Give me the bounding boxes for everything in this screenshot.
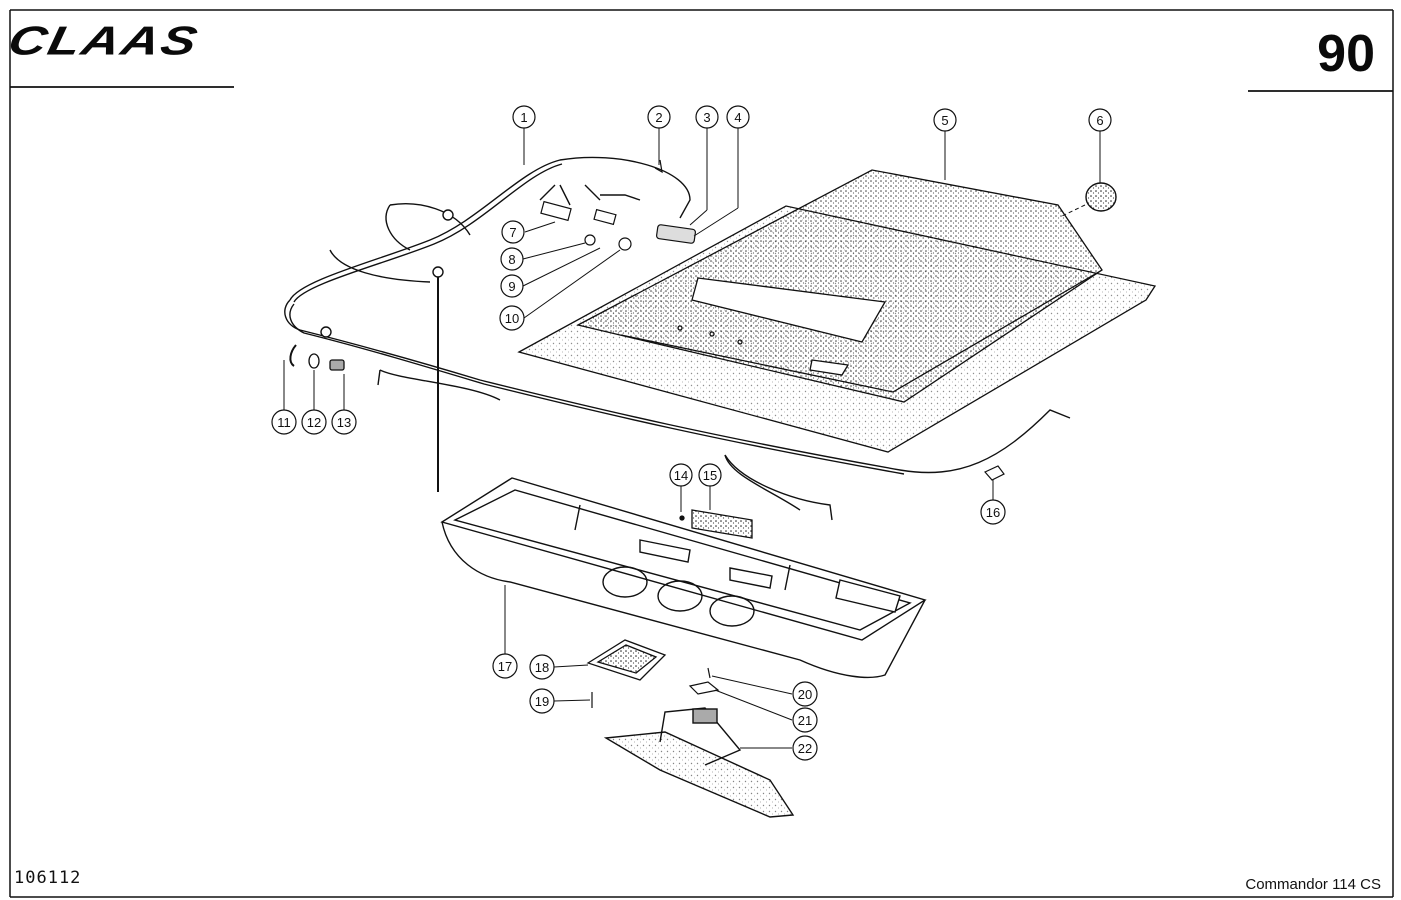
callout-16: 16 — [980, 499, 1006, 525]
callout-13: 13 — [331, 409, 357, 435]
sun-visor — [603, 707, 795, 818]
page-border — [9, 9, 1394, 898]
callout-22: 22 — [792, 735, 818, 761]
svg-text:3: 3 — [703, 110, 710, 125]
switch-parts — [540, 159, 697, 251]
callout-7: 7 — [501, 220, 525, 244]
speaker-grille — [586, 639, 667, 681]
svg-text:10: 10 — [505, 311, 519, 326]
screw-parts — [591, 667, 720, 708]
svg-text:21: 21 — [798, 713, 812, 728]
clamp-part — [984, 465, 1005, 481]
svg-text:14: 14 — [674, 468, 688, 483]
callout-1: 1 — [512, 105, 536, 129]
svg-text:11: 11 — [277, 415, 291, 430]
svg-text:2: 2 — [655, 110, 662, 125]
svg-text:15: 15 — [703, 468, 717, 483]
callout-21: 21 — [792, 707, 818, 733]
svg-text:5: 5 — [941, 113, 948, 128]
fuse-box — [679, 509, 753, 539]
callout-5: 5 — [933, 108, 957, 132]
callout-9: 9 — [500, 274, 524, 298]
svg-text:20: 20 — [798, 687, 812, 702]
svg-text:22: 22 — [798, 741, 812, 756]
callout-11: 11 — [271, 409, 297, 435]
svg-text:12: 12 — [307, 415, 321, 430]
svg-text:17: 17 — [498, 659, 512, 674]
svg-text:19: 19 — [535, 694, 549, 709]
callout-17: 17 — [492, 653, 518, 679]
callout-12: 12 — [301, 409, 327, 435]
svg-text:1: 1 — [520, 110, 527, 125]
console-tray — [440, 477, 927, 679]
callout-19: 19 — [529, 688, 555, 714]
callout-3: 3 — [695, 105, 719, 129]
callout-10: 10 — [499, 305, 525, 331]
drawing-number: 106112 — [14, 868, 82, 888]
svg-text:13: 13 — [337, 415, 351, 430]
callout-4: 4 — [726, 105, 750, 129]
brand-logo: CLAAS — [4, 18, 203, 65]
svg-text:18: 18 — [535, 660, 549, 675]
callout-20: 20 — [792, 681, 818, 707]
leader-lines — [283, 128, 1101, 749]
clip-parts — [289, 344, 345, 371]
model-name: Commandor 114 CS — [1245, 876, 1381, 893]
svg-text:6: 6 — [1096, 113, 1103, 128]
callout-6: 6 — [1088, 108, 1112, 132]
svg-text:4: 4 — [734, 110, 741, 125]
callout-15: 15 — [698, 463, 722, 487]
wiring-harness — [284, 156, 1071, 521]
svg-text:8: 8 — [508, 252, 515, 267]
svg-text:9: 9 — [508, 279, 515, 294]
roof-panel — [517, 169, 1157, 453]
callout-8: 8 — [500, 247, 524, 271]
callout-2: 2 — [647, 105, 671, 129]
callout-14: 14 — [669, 463, 693, 487]
page-number: 90 — [1317, 25, 1375, 83]
emblem-icon — [1061, 182, 1117, 217]
svg-text:7: 7 — [509, 225, 516, 240]
callouts: 1 2 3 4 5 6 7 8 9 10 11 12 13 14 15 16 1… — [271, 105, 1112, 761]
svg-text:16: 16 — [986, 505, 1000, 520]
callout-18: 18 — [529, 654, 555, 680]
